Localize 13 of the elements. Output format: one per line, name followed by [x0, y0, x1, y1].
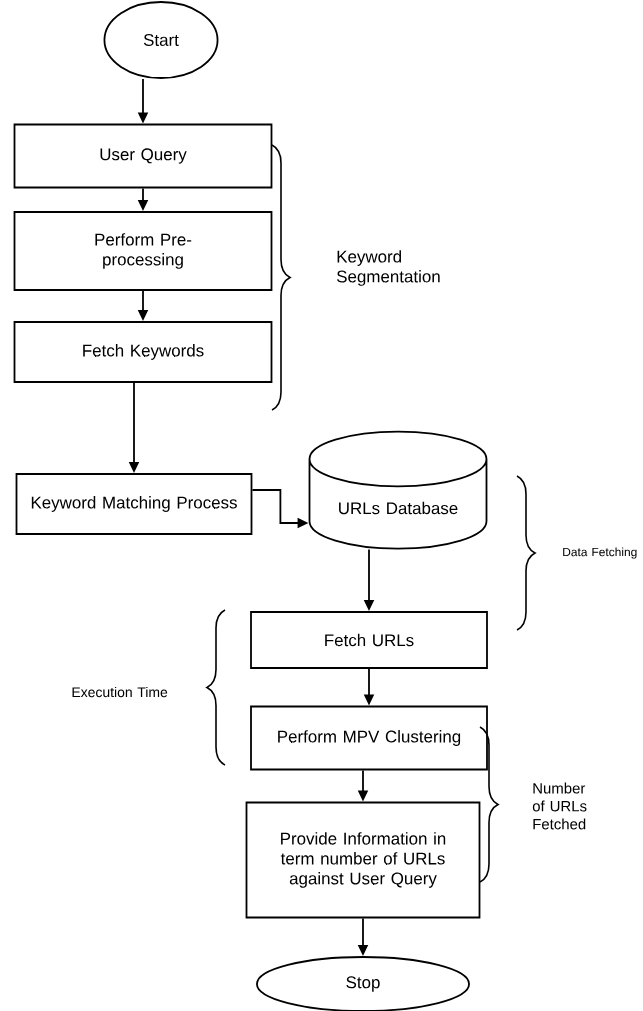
process-box: User Query [13, 123, 273, 189]
process-box: Perform Pre-processing [13, 211, 273, 291]
process-box: Fetch Keywords [13, 321, 273, 383]
brace-label: Data Fetching [563, 547, 637, 559]
process-box: Fetch URLs [250, 611, 488, 669]
brace-label: Number of URLs Fetched [532, 782, 587, 830]
process-box: Keyword Matching Process [15, 473, 253, 535]
start-oval: Start [103, 1, 219, 79]
process-box: Perform MPV Clustering [250, 705, 488, 771]
brace-label: Execution Time [72, 686, 168, 698]
brace-label: Keyword Segmentation [337, 250, 440, 286]
database-cylinder: URLs Database [308, 430, 488, 550]
process-box: Provide Information in term number of URLs against User Query [245, 801, 481, 919]
